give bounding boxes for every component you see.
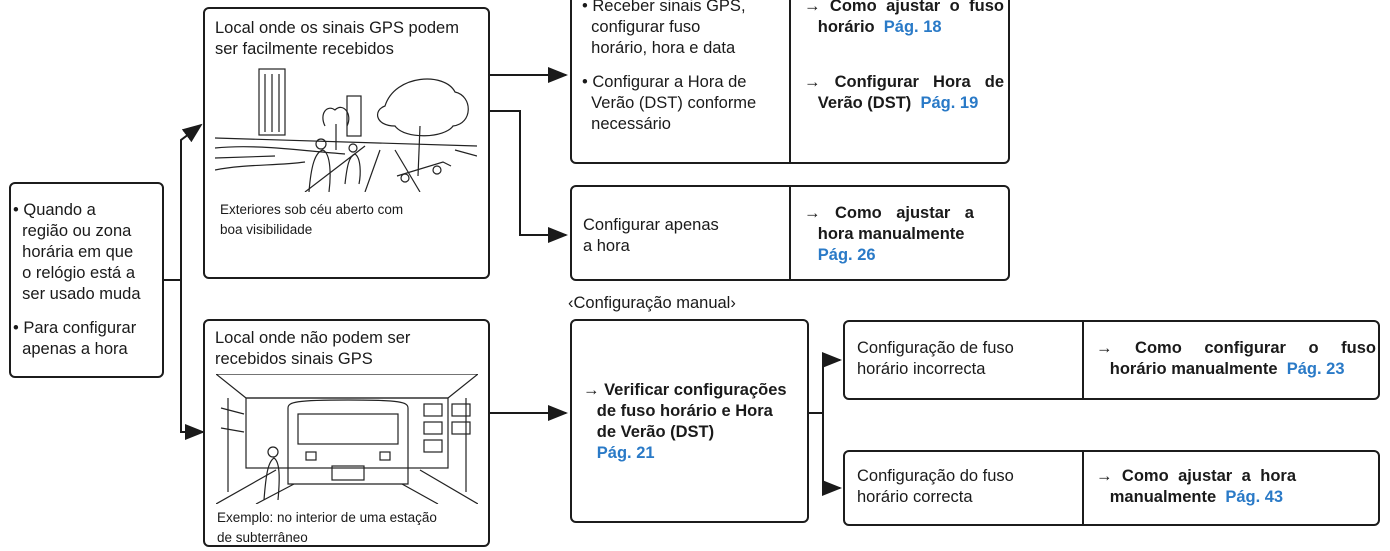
- start-bullet-region-change: • Quando a região ou zona horária em que…: [13, 201, 141, 303]
- connector-start-to-gps-no: [180, 280, 205, 440]
- ref-set-timezone: → Como ajustar o fuso horário Pág. 18: [804, 0, 1004, 36]
- connector-manual-to-incorrect: [809, 352, 842, 414]
- ref-set-time-manually: → Como ajustar a hora manualmente Pág. 2…: [804, 204, 974, 264]
- correct-timezone-text: Configuração do fuso horário correcta: [857, 467, 1014, 506]
- gps-actions-divider-vertical: [789, 0, 791, 162]
- page-ref-43[interactable]: Pág. 43: [1225, 488, 1284, 506]
- gps-not-receivable-title: Local onde não podem ser recebidos sinai…: [215, 329, 411, 368]
- verify-settings-text: → Verificar configurações de fuso horári…: [583, 381, 787, 462]
- start-bullet-time-only: • Para configurar apenas a hora: [13, 319, 137, 358]
- outdoor-city-illustration: [215, 68, 477, 192]
- verify-settings-box: [570, 319, 809, 523]
- connector-manual-to-correct: [822, 413, 842, 496]
- time-only-text: Configurar apenas a hora: [583, 216, 719, 255]
- ref-set-time-manually-correct: → Como ajustar a hora manualmente Pág. 4…: [1096, 467, 1296, 506]
- page-ref-26[interactable]: Pág. 26: [817, 246, 876, 264]
- ref-configure-timezone-manually: → Como configurar o fuso horário manualm…: [1096, 339, 1376, 378]
- time-only-divider-vertical: [789, 187, 791, 279]
- gps-receivable-caption: Exteriores sob céu aberto com boa visibi…: [220, 202, 404, 237]
- manual-configuration-heading: ‹Configuração manual›: [568, 294, 736, 312]
- start-box: [9, 182, 164, 378]
- incorrect-timezone-text: Configuração de fuso horário incorrecta: [857, 339, 1014, 378]
- page-ref-18[interactable]: Pág. 18: [883, 18, 942, 36]
- ref-configure-dst: → Configurar Hora de Verão (DST) Pág. 19: [804, 73, 1004, 112]
- connector-start-to-gps-ok: [163, 123, 203, 281]
- incorrect-timezone-box: [843, 320, 1380, 400]
- page-ref-19[interactable]: Pág. 19: [920, 94, 979, 112]
- correct-divider-vertical: [1082, 452, 1084, 524]
- incorrect-divider-vertical: [1082, 322, 1084, 398]
- gps-receivable-title: Local onde os sinais GPS podem ser facil…: [215, 19, 459, 58]
- page-ref-23[interactable]: Pág. 23: [1286, 360, 1345, 378]
- action-receive-gps: • Receber sinais GPS, configurar fuso ho…: [582, 0, 746, 57]
- connector-gps-ok-to-time-only: [490, 110, 568, 243]
- gps-receivable-box: [203, 7, 490, 279]
- page-ref-21[interactable]: Pág. 21: [596, 444, 655, 462]
- correct-timezone-box: [843, 450, 1380, 526]
- subway-station-illustration: [216, 374, 478, 504]
- gps-not-receivable-caption: Exemplo: no interior de uma estação de s…: [217, 510, 437, 545]
- action-configure-dst: • Configurar a Hora de Verão (DST) confo…: [582, 73, 757, 133]
